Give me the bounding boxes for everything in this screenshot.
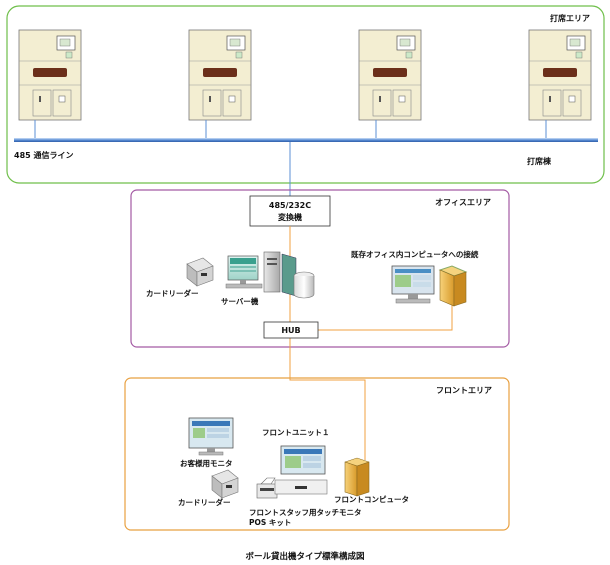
front-touch-monitor-icon xyxy=(274,445,328,495)
booth-building-label: 打席棟 xyxy=(527,156,552,166)
hub-label: HUB xyxy=(281,326,300,335)
booth-machine xyxy=(358,29,422,121)
network-lines xyxy=(289,226,453,460)
booth-machine xyxy=(528,29,592,121)
existing-pc-label: 既存オフィス内コンピュータへの接続 xyxy=(351,249,479,259)
card-reader-front-label: カードリーダー xyxy=(178,497,231,507)
booth-area-label: 打席エリア xyxy=(550,13,590,23)
pos-printer-icon xyxy=(256,477,278,499)
comm-line-label: 485 通信ライン xyxy=(14,150,73,160)
customer-monitor-label: お客様用モニタ xyxy=(180,458,233,468)
card-reader-office-label: カードリーダー xyxy=(146,288,199,298)
hub-box xyxy=(263,321,319,339)
front-computer-label: フロントコンピュータ xyxy=(334,494,409,504)
front-computer-icon xyxy=(344,457,370,497)
booth-machine xyxy=(188,29,252,121)
front-unit-label: フロントユニット１ xyxy=(262,428,330,437)
card-reader-front-icon xyxy=(211,469,239,499)
diagram-caption: ボール貸出機タイプ標準構成図 xyxy=(245,551,364,562)
converter-label-line2: 変換機 xyxy=(278,212,302,222)
office-computer-icon xyxy=(391,265,468,307)
card-reader-icon xyxy=(186,257,214,287)
converter-label-line1: 485/232C xyxy=(269,201,311,210)
front-area-frame xyxy=(124,377,510,531)
converter-box xyxy=(249,195,331,227)
booth-machine xyxy=(18,29,82,121)
office-area-label: オフィスエリア xyxy=(435,198,491,207)
machine-display xyxy=(33,68,67,77)
touch-monitor-label: フロントスタッフ用タッチモニタ xyxy=(249,507,362,517)
machine-display xyxy=(203,68,237,77)
office-area-frame xyxy=(130,189,510,348)
customer-monitor-icon xyxy=(188,417,234,456)
server-icon xyxy=(225,251,315,299)
machine-drop-lines xyxy=(34,120,547,138)
pos-kit-label: POS キット xyxy=(249,518,291,527)
rs485-bus xyxy=(14,138,598,142)
booth-area-frame xyxy=(6,5,605,184)
machine-display xyxy=(373,68,407,77)
server-label: サーバー機 xyxy=(221,296,259,306)
machine-display xyxy=(543,68,577,77)
front-area-label: フロントエリア xyxy=(436,386,492,395)
